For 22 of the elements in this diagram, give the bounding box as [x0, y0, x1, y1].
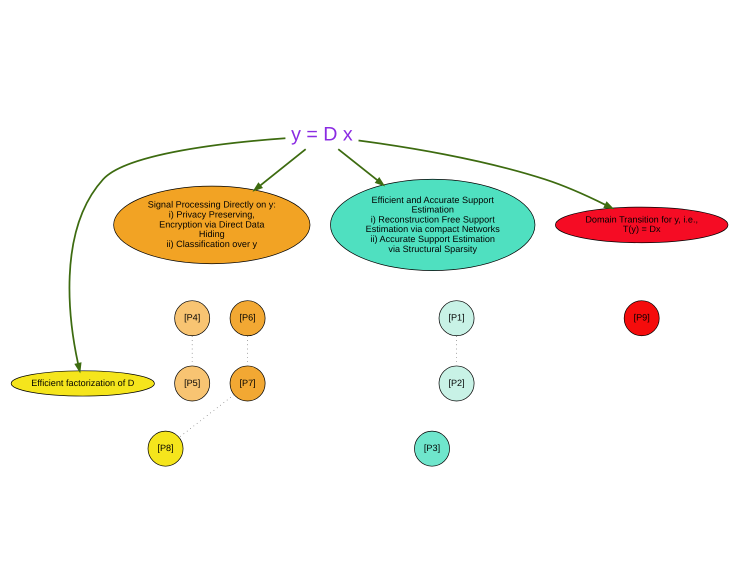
arrow [68, 137, 286, 374]
node-circle: [P7] [230, 366, 266, 402]
arrow [358, 140, 614, 210]
node-circle: [P4] [174, 300, 210, 336]
connector [192, 336, 193, 366]
node-ellipse: Signal Processing Directly on y: i) Privacy Preserving, Encryption via Direct Data Hiding ii) Classification over y [113, 186, 310, 264]
connector [178, 394, 234, 438]
connector [247, 336, 248, 366]
connector [456, 336, 457, 366]
node-circle: [P5] [174, 366, 210, 402]
arrow [252, 148, 306, 192]
node-circle: [P6] [230, 300, 266, 336]
node-ellipse: Efficient and Accurate Support Estimation i) Reconstruction Free Support Estimation via compact Networks ii) Accurate Support Estimation via Structural Sparsity [330, 178, 536, 271]
node-circle: [P2] [438, 366, 474, 402]
node-circle: [P8] [148, 430, 184, 467]
node-ellipse: Domain Transition for y, i.e., T(y) = Dx [555, 206, 728, 244]
node-circle: [P9] [624, 300, 660, 336]
node-circle: [P3] [414, 430, 450, 467]
node-ellipse: Efficient factorization of D [10, 370, 155, 396]
arrow [338, 148, 386, 186]
node-text: y = D x [291, 123, 353, 146]
node-circle: [P1] [438, 300, 474, 336]
